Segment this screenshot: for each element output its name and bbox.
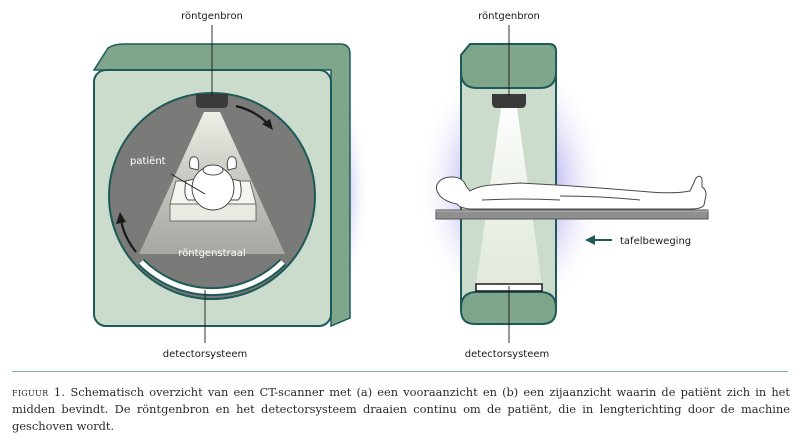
- side-xray-source: [492, 94, 526, 108]
- side-view: röntgenbron tafelbeweging detectorsystee…: [417, 11, 709, 360]
- caption-label: figuur 1.: [12, 385, 66, 399]
- rotation-arrowhead-left: [116, 212, 126, 224]
- figure-caption: figuur 1. Schematisch overzicht van een …: [12, 384, 790, 435]
- front-housing-top: [92, 43, 351, 328]
- side-bottom-cap: [460, 291, 557, 325]
- front-patient-label: patiënt: [130, 156, 166, 167]
- rotation-arrowhead-top: [262, 119, 273, 130]
- side-source-label: röntgenbron: [478, 11, 540, 22]
- patient-leader: [170, 173, 206, 195]
- side-table: [435, 209, 709, 220]
- front-source-label: röntgenbron: [181, 11, 243, 22]
- front-detector-label: detectorsysteem: [163, 349, 248, 360]
- front-beam-label: röntgenstraal: [178, 248, 245, 259]
- table-motion-arrowhead: [585, 235, 595, 245]
- caption-text: Schematisch overzicht van een CT-scanner…: [12, 385, 790, 433]
- caption-divider: [12, 371, 788, 372]
- side-detector-label: detectorsysteem: [465, 349, 550, 360]
- patient-figure: [184, 156, 242, 211]
- lying-patient: [435, 175, 707, 210]
- table-motion-label: tafelbeweging: [620, 236, 691, 247]
- front-xray-source: [196, 94, 228, 108]
- front-view: röntgenbron patiënt röntgenstraal detect…: [92, 11, 370, 360]
- ct-scanner-diagram: röntgenbron patiënt röntgenstraal detect…: [92, 11, 709, 360]
- side-top-cap: [460, 43, 557, 89]
